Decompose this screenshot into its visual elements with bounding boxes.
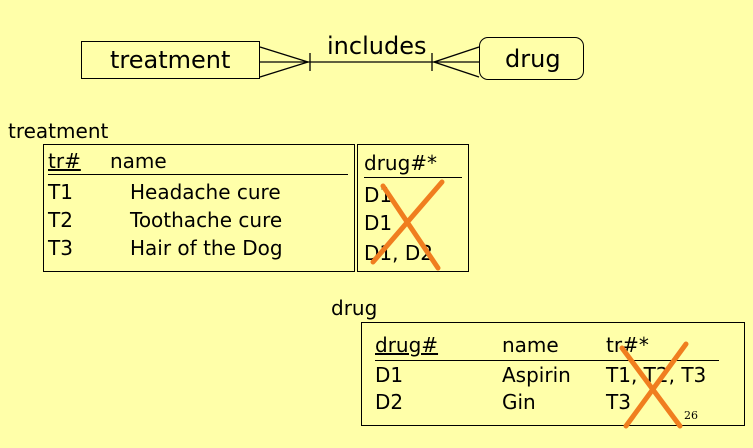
treatment-row-name: Hair of the Dog: [130, 236, 283, 260]
treatment-row-name: Headache cure: [130, 180, 281, 204]
drug-header-name: name: [502, 333, 559, 357]
entity-drug-label: drug: [505, 45, 561, 73]
entity-treatment-label: treatment: [110, 46, 231, 74]
drug-row-id: D1: [375, 363, 404, 387]
treatment-table-title: treatment: [8, 119, 109, 143]
entity-drug: drug: [479, 37, 584, 80]
page-number: 26: [684, 409, 698, 422]
drug-header-rule: [375, 360, 719, 361]
drug-row-id: D2: [375, 390, 404, 414]
treatment-header-id: tr#: [48, 149, 81, 173]
drug-row-name: Gin: [502, 390, 536, 414]
treatment-fk-value: D1: [364, 211, 393, 235]
treatment-fk-header: drug#*: [364, 151, 438, 175]
treatment-header-name: name: [110, 149, 167, 173]
treatment-table: tr# name T1 Headache cure T2 Toothache c…: [43, 144, 355, 272]
drug-fk-cross-out: [619, 341, 689, 429]
treatment-row-id: T1: [48, 180, 73, 204]
drug-table-title: drug: [331, 296, 378, 320]
drug-table: drug# name tr#* D1 Aspirin T1, T2, T3 D2…: [361, 322, 745, 426]
treatment-row-name: Toothache cure: [130, 208, 283, 232]
relationship-label: includes: [327, 32, 427, 60]
treatment-fk-header-rule: [364, 177, 462, 178]
treatment-fk-cross-out: [370, 179, 445, 271]
treatment-row-id: T2: [48, 208, 73, 232]
drug-row-fk: T3: [606, 390, 631, 414]
drug-header-id: drug#: [375, 333, 439, 357]
drug-row-name: Aspirin: [502, 363, 571, 387]
treatment-row-id: T3: [48, 236, 73, 260]
treatment-header-rule: [48, 174, 348, 175]
entity-treatment: treatment: [81, 41, 260, 79]
